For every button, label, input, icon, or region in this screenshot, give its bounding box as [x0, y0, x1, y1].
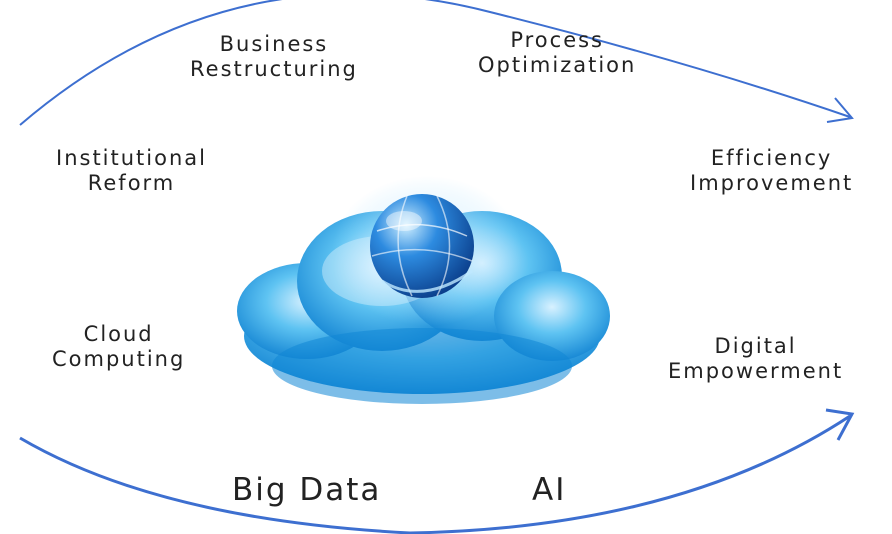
- cloud-globe-illustration: [237, 176, 610, 404]
- ai-label: AI: [532, 472, 567, 508]
- restructuring-text: Restructuring: [190, 57, 358, 82]
- institutional-reform-label: Institutional Reform: [56, 146, 207, 196]
- globe-icon: [370, 194, 474, 298]
- bottom-arrowhead: [825, 408, 855, 441]
- top-arc: [19, 0, 851, 126]
- cloud-text: Cloud: [83, 322, 154, 346]
- efficiency-improvement-label: Efficiency Improvement: [690, 146, 853, 196]
- cloud-computing-label: Cloud Computing: [52, 322, 185, 372]
- empowerment-text: Empowerment: [668, 359, 844, 384]
- digital-text: Digital: [714, 334, 797, 358]
- reform-text: Reform: [87, 171, 176, 196]
- process-optimization-label: Process Optimization: [478, 28, 636, 78]
- digital-empowerment-label: Digital Empowerment: [668, 334, 843, 384]
- big-data-label: Big Data: [232, 472, 382, 508]
- computing-text: Computing: [52, 347, 186, 372]
- optimization-text: Optimization: [478, 53, 637, 78]
- business-restructuring-label: Business Restructuring: [190, 32, 358, 82]
- efficiency-text: Efficiency: [710, 146, 833, 170]
- business-text: Business: [219, 32, 329, 56]
- institutional-text: Institutional: [56, 146, 207, 170]
- top-arrowhead: [826, 97, 854, 123]
- process-text: Process: [510, 28, 604, 52]
- improvement-text: Improvement: [690, 171, 854, 196]
- bottom-arc: [19, 414, 851, 534]
